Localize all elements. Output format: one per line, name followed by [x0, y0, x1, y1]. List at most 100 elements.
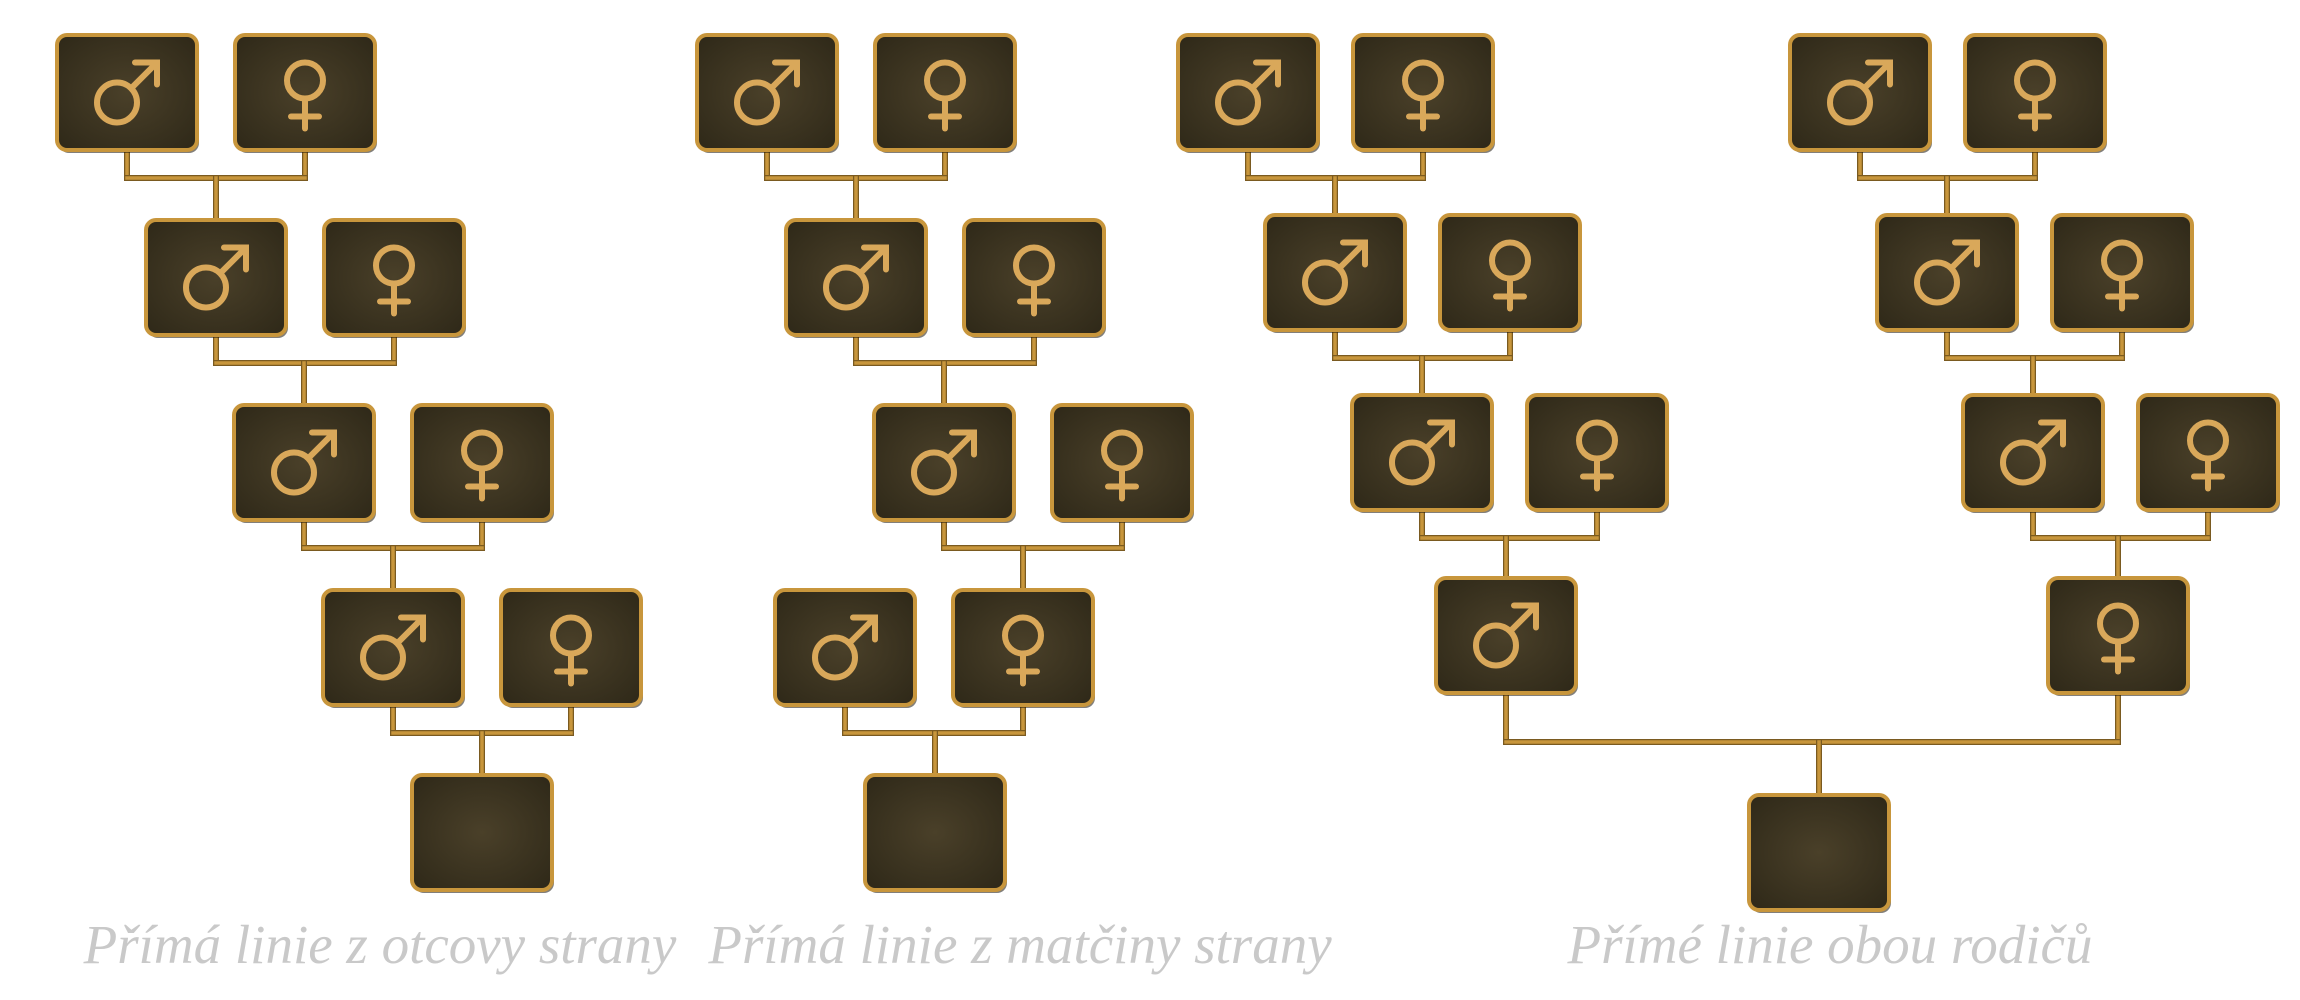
mars-symbol-icon — [360, 614, 426, 681]
maternal-gen4-male — [773, 588, 917, 708]
venus-symbol-icon — [2187, 419, 2229, 492]
box-frame — [1788, 33, 1932, 152]
box-frame — [1963, 33, 2107, 152]
box-frame — [410, 403, 554, 522]
box-frame — [951, 588, 1095, 707]
box-frame — [321, 588, 465, 707]
both-paternal-gen3-female — [1525, 393, 1669, 513]
box-frame — [322, 218, 466, 337]
box-frame — [2050, 213, 2194, 332]
mars-symbol-icon — [1215, 59, 1281, 126]
venus-symbol-icon — [2014, 59, 2056, 132]
both-maternal-gen1-female — [1963, 33, 2107, 153]
maternal-gen2-male — [784, 218, 928, 338]
both-father — [1434, 576, 1578, 696]
maternal-gen2-female — [962, 218, 1106, 338]
maternal-gen3-male — [872, 403, 1016, 523]
both-maternal-gen2-female — [2050, 213, 2194, 333]
paternal-gen1-female — [233, 33, 377, 153]
venus-symbol-icon — [1101, 429, 1143, 502]
box-frame — [1438, 213, 1582, 332]
person-boxes — [55, 33, 2280, 913]
box-frame — [1525, 393, 1669, 512]
both-paternal-gen1-male — [1176, 33, 1320, 153]
venus-symbol-icon — [461, 429, 503, 502]
paternal-gen3-female — [410, 403, 554, 523]
box-frame — [872, 403, 1016, 522]
both-paternal-gen3-male — [1350, 393, 1494, 513]
box-frame — [784, 218, 928, 337]
box-frame — [1351, 33, 1495, 152]
connector-lines — [124, 147, 2211, 798]
box-frame — [233, 33, 377, 152]
box-frame — [232, 403, 376, 522]
box-frame — [144, 218, 288, 337]
paternal-descendant — [410, 773, 554, 893]
mars-symbol-icon — [183, 244, 249, 311]
paternal-gen1-male — [55, 33, 199, 153]
paternal-gen2-male — [144, 218, 288, 338]
paternal-gen4-female — [499, 588, 643, 708]
maternal-gen3-female — [1050, 403, 1194, 523]
box-frame — [695, 33, 839, 152]
mars-symbol-icon — [1827, 59, 1893, 126]
both-maternal-gen2-male — [1875, 213, 2019, 333]
box-frame — [1961, 393, 2105, 512]
box-frame — [863, 773, 1007, 892]
mars-symbol-icon — [1389, 419, 1455, 486]
venus-symbol-icon — [924, 59, 966, 132]
box-frame — [55, 33, 199, 152]
mars-symbol-icon — [2000, 419, 2066, 486]
box-frame — [773, 588, 917, 707]
venus-symbol-icon — [2097, 602, 2139, 675]
box-frame — [1875, 213, 2019, 332]
caption-both-parents-lines: Přímé linie obou rodičů — [1567, 914, 2093, 975]
box-frame — [873, 33, 1017, 152]
box-frame — [1050, 403, 1194, 522]
both-descendant — [1747, 793, 1891, 913]
mars-symbol-icon — [271, 429, 337, 496]
maternal-gen1-male — [695, 33, 839, 153]
venus-symbol-icon — [373, 244, 415, 317]
venus-symbol-icon — [1489, 239, 1531, 312]
both-mother — [2046, 576, 2190, 696]
mars-symbol-icon — [1302, 239, 1368, 306]
venus-symbol-icon — [1002, 614, 1044, 687]
mars-symbol-icon — [823, 244, 889, 311]
box-frame — [2046, 576, 2190, 695]
venus-symbol-icon — [2101, 239, 2143, 312]
both-paternal-gen1-female — [1351, 33, 1495, 153]
venus-symbol-icon — [1576, 419, 1618, 492]
both-paternal-gen2-male — [1263, 213, 1407, 333]
mars-symbol-icon — [734, 59, 800, 126]
paternal-gen3-male — [232, 403, 376, 523]
maternal-gen4-female — [951, 588, 1095, 708]
both-paternal-gen2-female — [1438, 213, 1582, 333]
both-maternal-gen3-male — [1961, 393, 2105, 513]
maternal-descendant — [863, 773, 1007, 893]
box-frame — [1434, 576, 1578, 695]
box-frame — [1350, 393, 1494, 512]
box-frame — [499, 588, 643, 707]
box-frame — [2136, 393, 2280, 512]
caption-maternal-line: Přímá linie z matčiny strany — [708, 914, 1332, 975]
venus-symbol-icon — [1013, 244, 1055, 317]
mars-symbol-icon — [911, 429, 977, 496]
venus-symbol-icon — [284, 59, 326, 132]
paternal-gen4-male — [321, 588, 465, 708]
box-frame — [410, 773, 554, 892]
maternal-gen1-female — [873, 33, 1017, 153]
venus-symbol-icon — [1402, 59, 1444, 132]
box-frame — [1176, 33, 1320, 152]
venus-symbol-icon — [550, 614, 592, 687]
box-frame — [1747, 793, 1891, 912]
both-maternal-gen3-female — [2136, 393, 2280, 513]
mars-symbol-icon — [94, 59, 160, 126]
paternal-gen2-female — [322, 218, 466, 338]
mars-symbol-icon — [812, 614, 878, 681]
box-frame — [1263, 213, 1407, 332]
mars-symbol-icon — [1914, 239, 1980, 306]
both-maternal-gen1-male — [1788, 33, 1932, 153]
mars-symbol-icon — [1473, 602, 1539, 669]
